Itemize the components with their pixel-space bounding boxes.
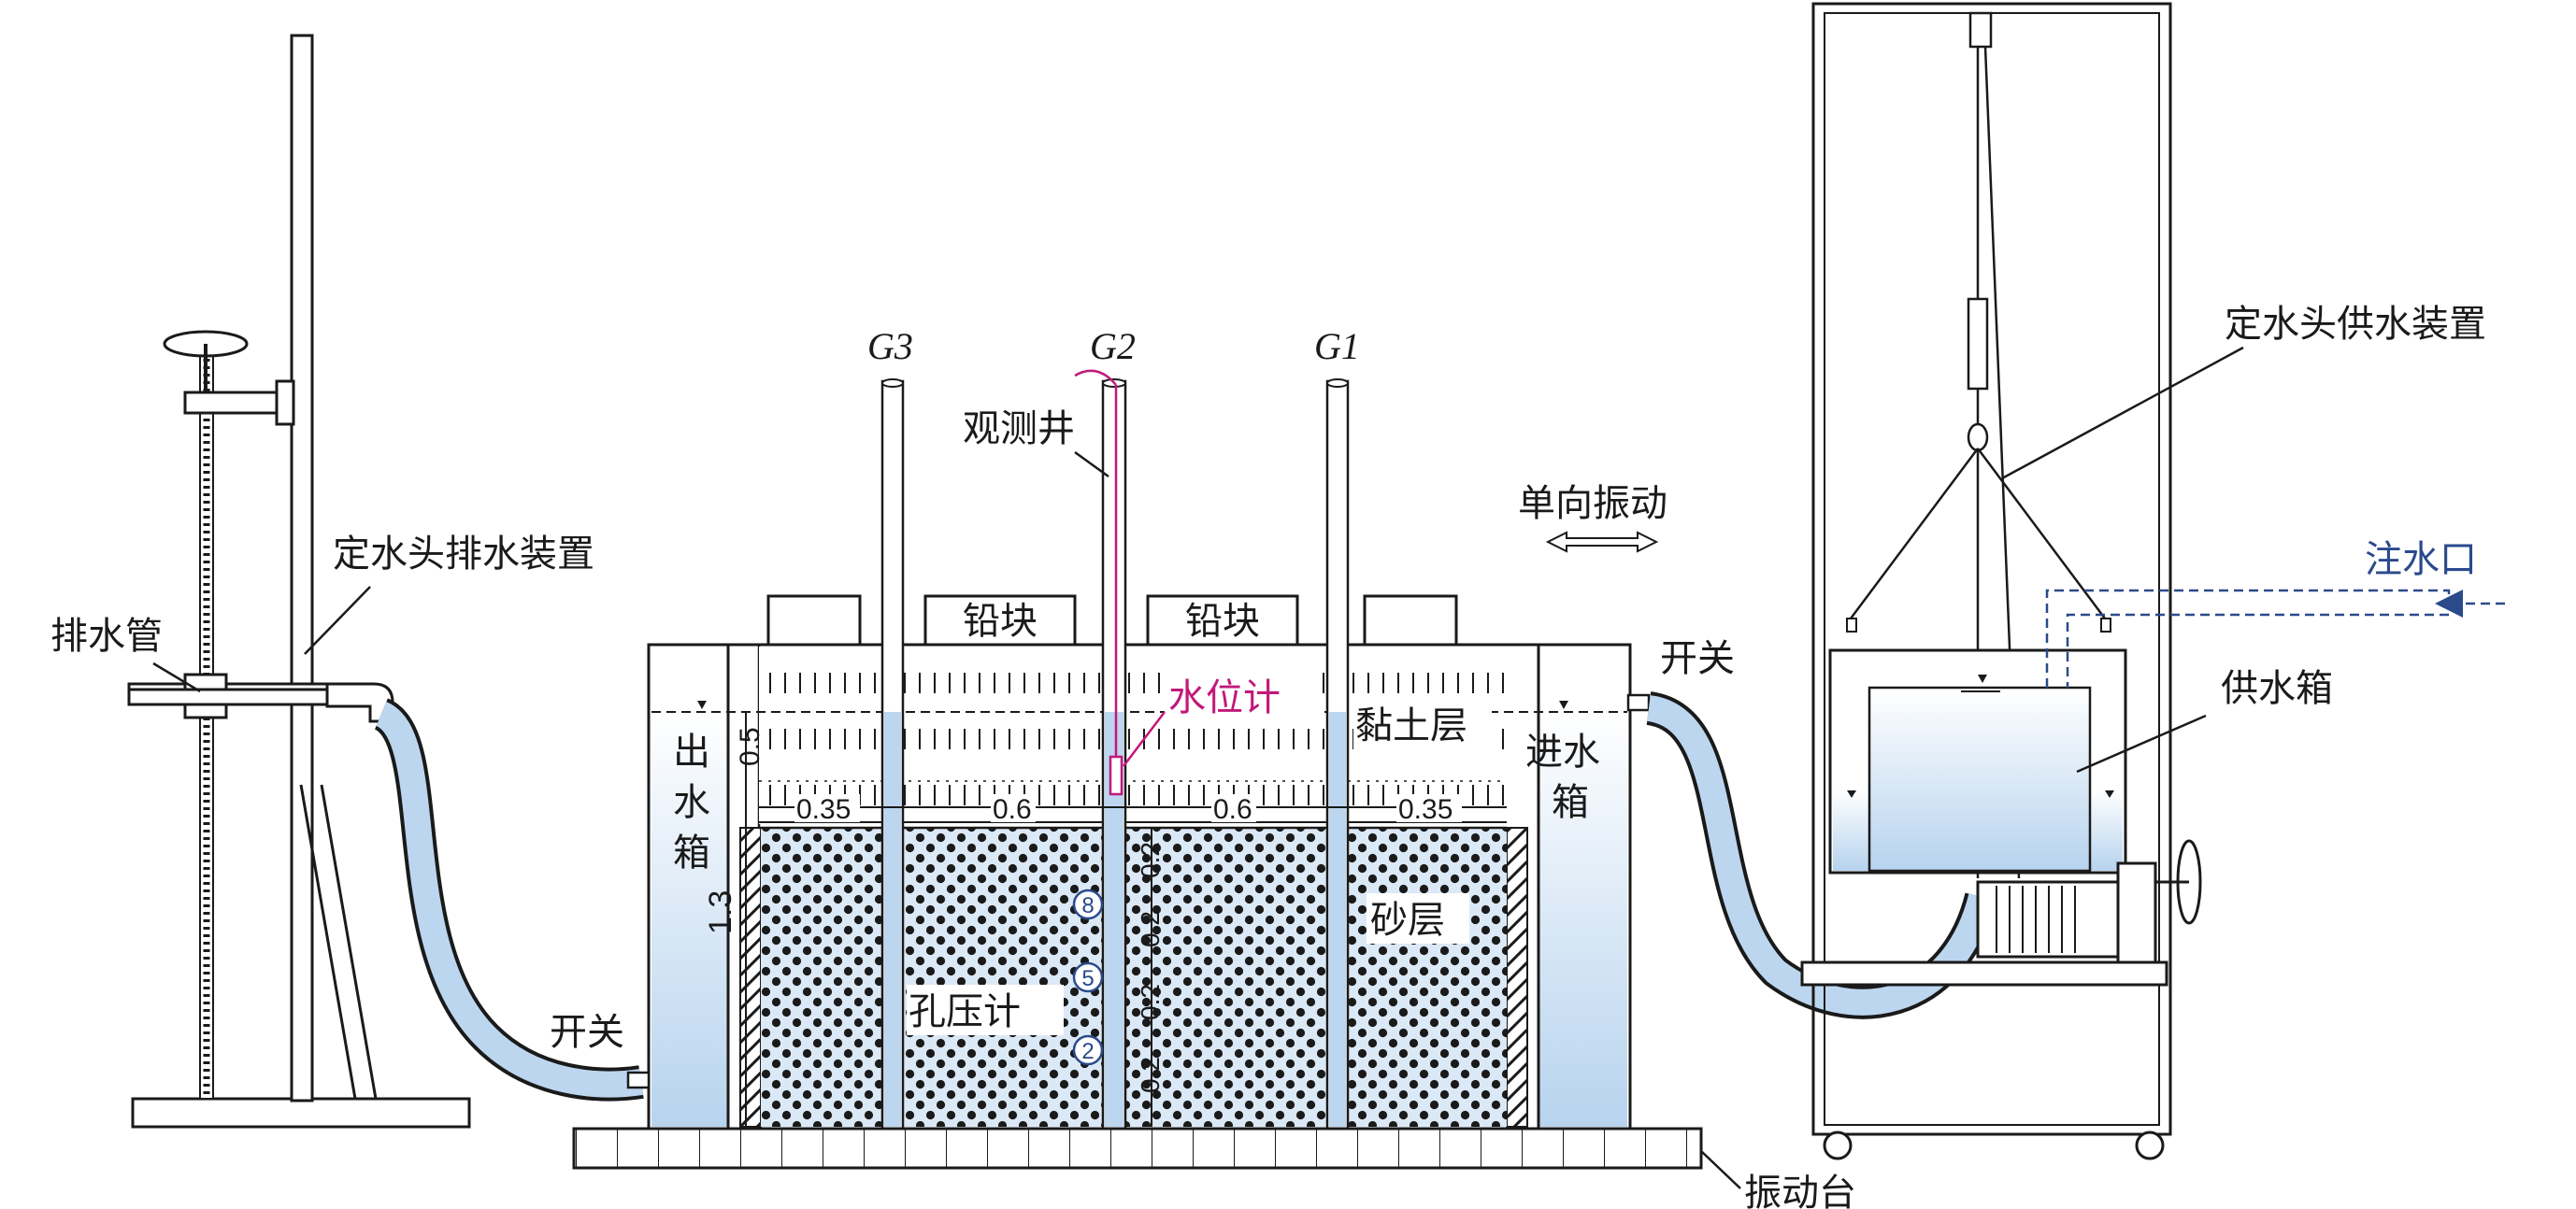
outlet-box-label-2: 水 xyxy=(673,781,710,824)
pore-pressure-sensor-8 xyxy=(1072,889,1104,920)
inlet-switch-valve xyxy=(1626,693,1651,712)
sand-layer-region xyxy=(761,828,1507,1127)
observation-well-label: 观测井 xyxy=(963,407,1075,450)
dim-mid-right: 0.6 xyxy=(1213,794,1252,825)
right-hatched-wall xyxy=(1506,827,1528,1128)
supply-frame xyxy=(1811,2,2172,1136)
winch-shelf xyxy=(1800,960,2168,987)
water-inlet-label: 注水口 xyxy=(2365,538,2477,581)
dim-right-gap: 0.35 xyxy=(1398,794,1453,825)
lead-block-label: 铅块 xyxy=(1185,600,1260,643)
outlet-box-water xyxy=(651,710,728,1127)
sand-layer-label: 砂层 xyxy=(1370,899,1445,942)
pore-pressure-gauge-label: 孔压计 xyxy=(909,990,1021,1033)
shaking-table-label: 振动台 xyxy=(1744,1172,1856,1209)
constant-head-supply-device: 定水头供水装置 供水箱 注水口 xyxy=(1800,2,2505,1160)
model-box: 铅块 铅块 G3 G2 G1 观测井 水位计 黏土层 砂层 8 5 2 孔压计 … xyxy=(550,325,1735,1131)
drain-base-plate xyxy=(131,1097,471,1129)
outlet-box-label-1: 出 xyxy=(673,731,710,774)
left-hatched-wall xyxy=(739,827,762,1128)
observation-well-g1 xyxy=(1325,378,1350,1131)
supply-device-label: 定水头供水装置 xyxy=(2225,303,2486,346)
lead-block-2 xyxy=(923,594,1077,647)
shaking-table: 振动台 xyxy=(572,1127,1856,1209)
supply-tank-inner xyxy=(1868,686,2092,873)
observation-well-g2 xyxy=(1074,369,1127,1131)
inlet-box-label-2: 箱 xyxy=(1552,781,1589,824)
supply-tank-label: 供水箱 xyxy=(2221,667,2333,710)
drain-stand-post xyxy=(290,34,314,1102)
sensor-number: 2 xyxy=(1081,1039,1094,1064)
well-label-g3: G3 xyxy=(867,325,913,367)
shaking-table-body xyxy=(572,1127,1703,1170)
double-arrow-icon xyxy=(1545,531,1659,553)
dim-left-gap: 0.35 xyxy=(796,794,851,825)
dim-clay-thickness: 0.5 xyxy=(735,727,766,766)
caster-wheel-icon xyxy=(2135,1131,2165,1160)
sensor-number: 8 xyxy=(1081,893,1094,918)
dim-sensor-spacing: 0.2 xyxy=(1136,1057,1165,1093)
dim-total-height: 1.3 xyxy=(703,890,738,934)
pore-pressure-sensor-2 xyxy=(1072,1034,1104,1066)
water-level-mark-icon xyxy=(697,701,707,709)
drain-hose xyxy=(374,702,644,1098)
pore-pressure-sensor-5 xyxy=(1072,961,1104,993)
dim-sensor-spacing: 0.2 xyxy=(1136,842,1165,878)
water-level-mark-icon xyxy=(1978,675,1987,683)
inlet-box-label-1: 进水 xyxy=(1525,731,1600,774)
lead-block-4 xyxy=(1363,594,1458,647)
well-label-g1: G1 xyxy=(1314,325,1360,367)
dim-sensor-spacing: 0.2 xyxy=(1136,911,1165,947)
constant-head-drain-device: 定水头排水装置 排水管 xyxy=(50,34,644,1129)
vibration-indicator: 单向振动 xyxy=(1518,482,1667,553)
drain-device-label: 定水头排水装置 xyxy=(333,533,594,576)
inlet-box-water xyxy=(1538,710,1627,1127)
lead-block-3 xyxy=(1146,594,1299,647)
dim-sensor-spacing: 0.2 xyxy=(1136,984,1165,1020)
sensor-number: 5 xyxy=(1081,966,1094,991)
caster-wheel-icon xyxy=(1823,1131,1853,1160)
outlet-switch-label: 开关 xyxy=(550,1011,624,1054)
inlet-switch-label: 开关 xyxy=(1660,637,1735,680)
lead-block-label: 铅块 xyxy=(963,600,1038,643)
clay-layer-label: 黏土层 xyxy=(1355,704,1467,747)
outlet-switch-valve xyxy=(626,1071,651,1089)
water-level-gauge-probe xyxy=(1109,755,1123,796)
water-level-gauge-label: 水位计 xyxy=(1168,676,1281,719)
lead-block-1 xyxy=(766,594,862,647)
drain-pipe-label: 排水管 xyxy=(50,615,163,658)
outlet-box-label-3: 箱 xyxy=(673,832,710,875)
vibration-label: 单向振动 xyxy=(1518,482,1667,525)
well-label-g2: G2 xyxy=(1090,325,1136,367)
water-level-mark-icon xyxy=(1559,701,1568,709)
observation-well-g3 xyxy=(880,378,905,1131)
dim-mid-left: 0.6 xyxy=(993,794,1032,825)
